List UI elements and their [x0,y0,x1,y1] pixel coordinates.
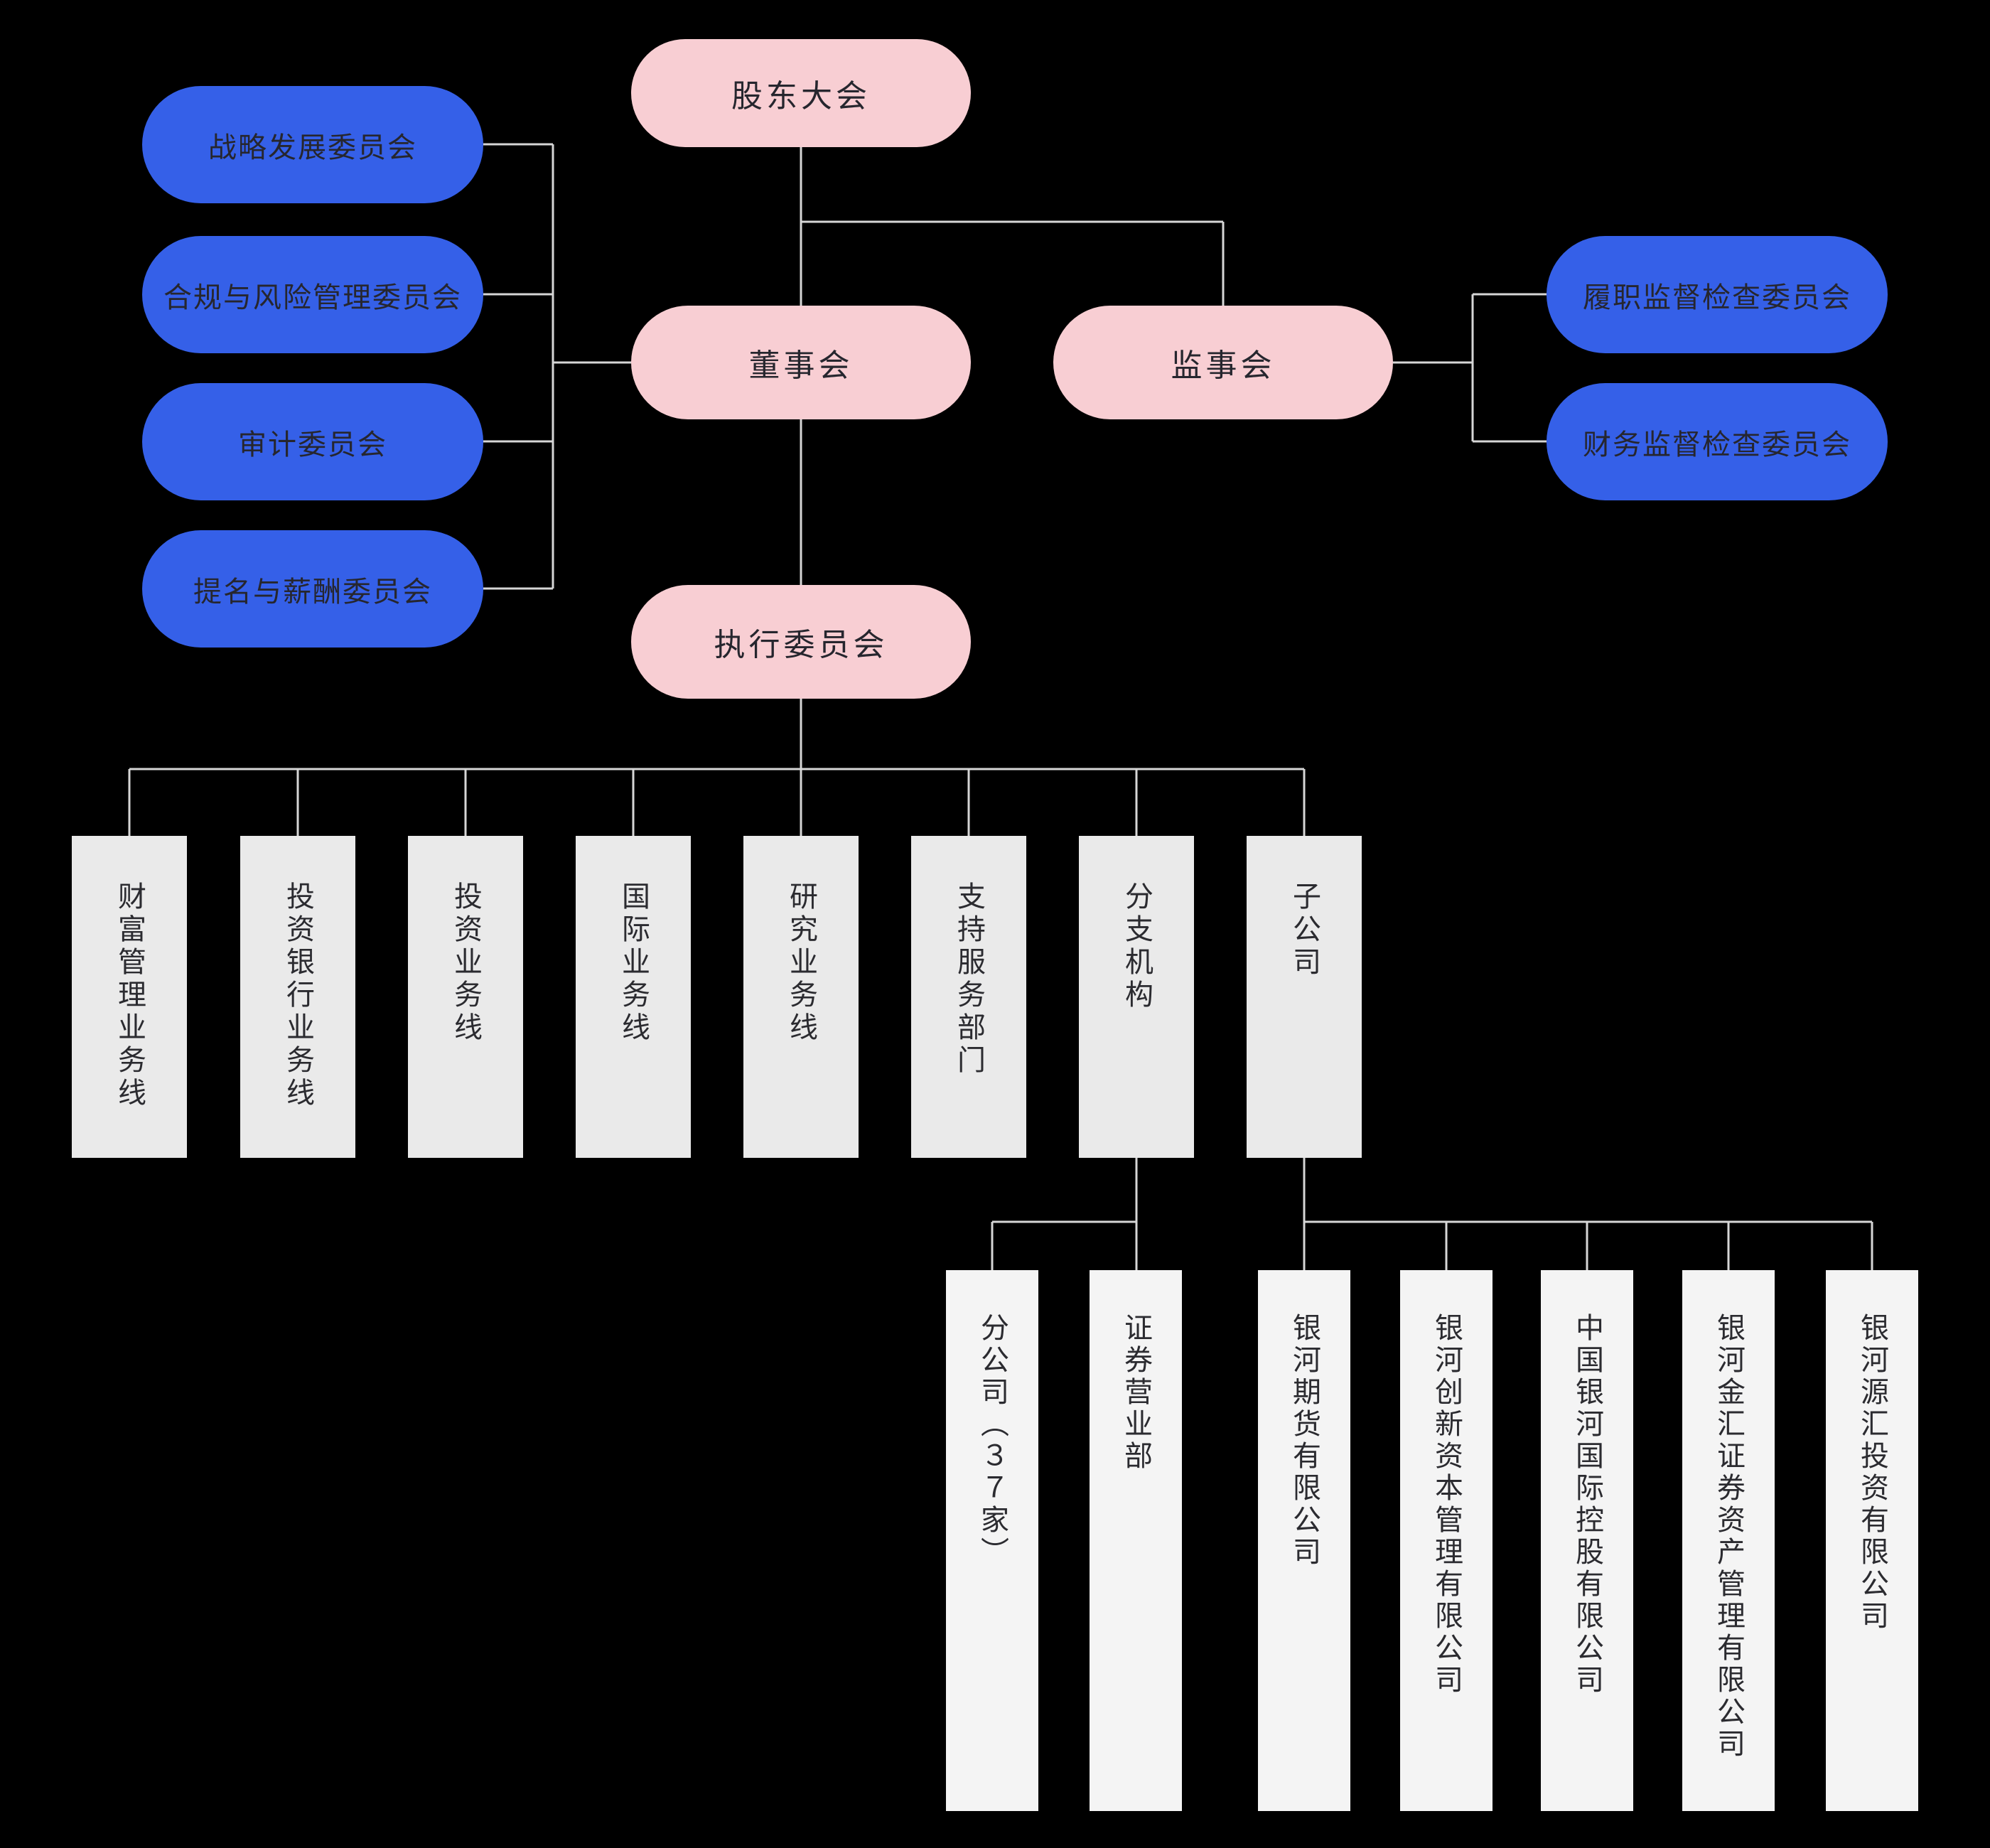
node-research-line: 研究业务线 [743,836,859,1158]
node-label: 银河期货有限公司 [1289,1313,1320,1569]
node-label: 董事会 [748,348,854,383]
node-label: 审计委员会 [238,429,387,461]
node-board-of-directors: 董事会 [631,306,971,419]
node-label: 分公司（３７家） [977,1313,1008,1569]
node-label: 子公司 [1289,881,1320,979]
node-label: 国际业务线 [618,881,649,1045]
node-label: 银河创新资本管理有限公司 [1431,1313,1462,1697]
node-label: 分支机构 [1121,881,1152,1012]
node-compliance-risk-committee: 合规与风险管理委员会 [142,236,483,353]
node-china-galaxy-international-holdings: 中国银河国际控股有限公司 [1541,1270,1633,1811]
node-label: 支持服务部门 [953,881,984,1078]
node-label: 投资银行业务线 [282,881,313,1110]
node-branch-companies-37: 分公司（３７家） [946,1270,1038,1811]
node-label: 股东大会 [731,79,871,114]
node-label: 银河金汇证券资产管理有限公司 [1713,1313,1744,1761]
node-strategy-development-committee: 战略发展委员会 [142,86,483,203]
node-label: 执行委员会 [714,628,888,662]
node-duty-supervision-committee: 履职监督检查委员会 [1547,236,1888,353]
node-label: 财富管理业务线 [114,881,145,1110]
node-label: 证券营业部 [1120,1313,1151,1473]
node-financial-supervision-committee: 财务监督检查委员会 [1547,383,1888,500]
node-label: 监事会 [1171,348,1276,383]
node-label: 合规与风险管理委员会 [163,281,462,313]
node-label: 战略发展委员会 [208,131,417,163]
node-supervisory-board: 监事会 [1053,306,1393,419]
node-galaxy-yuanhui-investment: 银河源汇投资有限公司 [1826,1270,1918,1811]
node-branch-organizations: 分支机构 [1079,836,1194,1158]
node-securities-sales-department: 证券营业部 [1090,1270,1182,1811]
node-label: 研究业务线 [785,881,817,1045]
node-nomination-remuneration-committee: 提名与薪酬委员会 [142,530,483,648]
node-investment-line: 投资业务线 [408,836,523,1158]
node-wealth-management-line: 财富管理业务线 [72,836,187,1158]
node-galaxy-innovation-capital: 银河创新资本管理有限公司 [1400,1270,1492,1811]
node-label: 投资业务线 [450,881,481,1045]
node-label: 履职监督检查委员会 [1583,281,1851,313]
node-label: 银河源汇投资有限公司 [1856,1313,1888,1633]
node-executive-committee: 执行委员会 [631,585,971,699]
node-international-line: 国际业务线 [576,836,691,1158]
node-label: 提名与薪酬委员会 [193,576,432,608]
node-investment-banking-line: 投资银行业务线 [240,836,355,1158]
node-audit-committee: 审计委员会 [142,383,483,500]
node-galaxy-futures: 银河期货有限公司 [1258,1270,1350,1811]
node-label: 财务监督检查委员会 [1583,429,1851,461]
node-galaxy-jinhui-asset-management: 银河金汇证券资产管理有限公司 [1682,1270,1775,1811]
node-label: 中国银河国际控股有限公司 [1571,1313,1603,1697]
node-support-service-departments: 支持服务部门 [911,836,1026,1158]
node-subsidiaries: 子公司 [1247,836,1362,1158]
node-shareholders-meeting: 股东大会 [631,39,971,147]
